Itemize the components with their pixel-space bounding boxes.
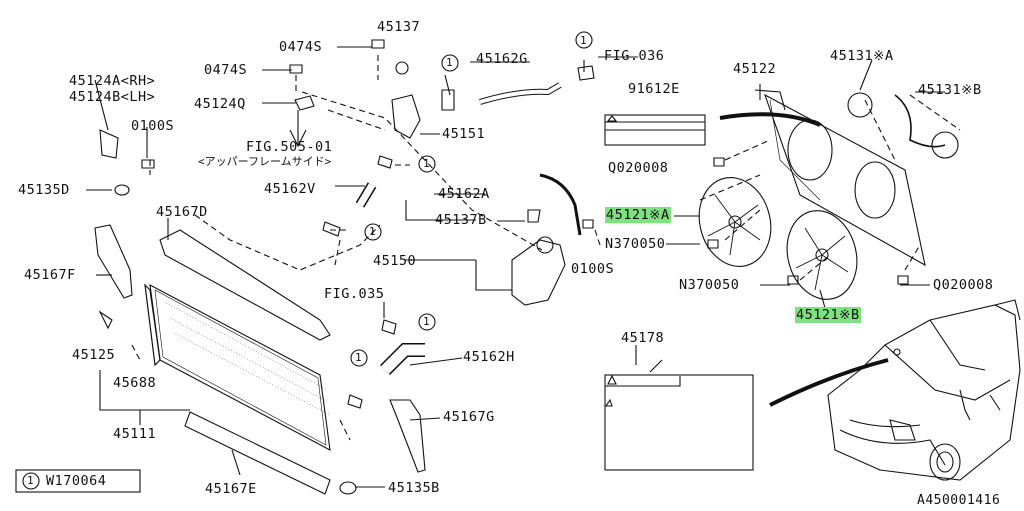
part-45122[interactable]: 45122: [733, 61, 777, 77]
part-45162v[interactable]: 45162V: [264, 181, 316, 197]
part-45137b[interactable]: 45137B: [435, 212, 487, 228]
reservoir-tank: [511, 239, 566, 306]
radiator: [144, 283, 331, 451]
ref-marker: 1: [369, 225, 376, 238]
part-45135d[interactable]: 45135D: [18, 182, 70, 198]
part-45162a[interactable]: 45162A: [438, 186, 490, 202]
part-45167f[interactable]: 45167F: [24, 267, 76, 283]
legend-box: [15, 469, 141, 493]
ref-marker: 1: [423, 157, 430, 170]
part-45688[interactable]: 45688: [113, 375, 157, 391]
legend-marker: 1: [27, 474, 34, 487]
part-45162g[interactable]: 45162G: [476, 51, 528, 67]
arrow-to-car: [769, 358, 889, 407]
fig-505-01-note: <アッパーフレームサイド>: [198, 155, 332, 168]
fasteners: [98, 39, 909, 495]
part-45121a-text: 45121※A: [605, 207, 671, 223]
lower-guide: [184, 411, 331, 495]
fig-036-link[interactable]: FIG.036: [604, 48, 665, 64]
part-45162h[interactable]: 45162H: [463, 349, 515, 365]
part-0100s-left[interactable]: 0100S: [131, 118, 175, 134]
part-n370050-lower[interactable]: N370050: [679, 277, 740, 293]
part-45150[interactable]: 45150: [373, 253, 417, 269]
part-45125[interactable]: 45125: [72, 347, 116, 363]
part-45111[interactable]: 45111: [113, 426, 157, 442]
part-45167g[interactable]: 45167G: [443, 409, 495, 425]
part-0100s-right[interactable]: 0100S: [571, 261, 615, 277]
part-q020008-lower[interactable]: Q020008: [933, 277, 994, 293]
hoses: [355, 82, 582, 375]
part-45121b[interactable]: 45121※B: [795, 307, 861, 323]
part-45131b[interactable]: 45131※B: [918, 82, 982, 98]
part-45135b[interactable]: 45135B: [388, 480, 440, 496]
part-45167d[interactable]: 45167D: [156, 204, 208, 220]
part-45178[interactable]: 45178: [621, 330, 665, 346]
upper-bracket: [159, 229, 331, 341]
part-45121b-text: 45121※B: [795, 307, 861, 323]
legend-code: W170064: [46, 473, 107, 489]
part-0474s-upper[interactable]: 0474S: [279, 39, 323, 55]
fig-505-01-link[interactable]: FIG.505-01: [246, 139, 333, 155]
part-45151[interactable]: 45151: [442, 126, 486, 142]
part-q020008-upper[interactable]: Q020008: [608, 160, 669, 176]
ref-marker: 1: [355, 351, 362, 364]
part-45124a[interactable]: 45124A<RH>: [69, 73, 156, 89]
part-n370050-upper[interactable]: N370050: [605, 236, 666, 252]
ref-marker-top: 1: [580, 34, 587, 47]
fan-blades: [698, 177, 858, 300]
reference-markers: [350, 31, 593, 367]
part-0474s-lower[interactable]: 0474S: [204, 62, 248, 78]
ref-marker: 1: [446, 56, 453, 69]
diagram-id: A450001416: [917, 493, 1001, 508]
part-45167e[interactable]: 45167E: [205, 481, 257, 497]
label-91612e: [604, 114, 706, 146]
leader-lines: [86, 46, 945, 488]
arrow-to-shroud: [719, 112, 821, 127]
part-45124q[interactable]: 45124Q: [194, 96, 246, 112]
car-illustration: [827, 299, 1021, 481]
part-45124b[interactable]: 45124B<LH>: [69, 89, 156, 105]
part-45121a[interactable]: 45121※A: [605, 207, 671, 223]
fig-035-link[interactable]: FIG.035: [324, 286, 385, 302]
part-91612e[interactable]: 91612E: [628, 81, 680, 97]
label-45178: [604, 374, 754, 471]
side-bracket-left: [94, 224, 133, 299]
part-45137[interactable]: 45137: [377, 19, 421, 35]
side-bracket-right: [389, 399, 426, 473]
ref-marker: 1: [423, 315, 430, 328]
part-45131a[interactable]: 45131※A: [830, 48, 894, 64]
assembly-dash-lines: [131, 55, 961, 441]
fan-motors: [847, 92, 959, 159]
